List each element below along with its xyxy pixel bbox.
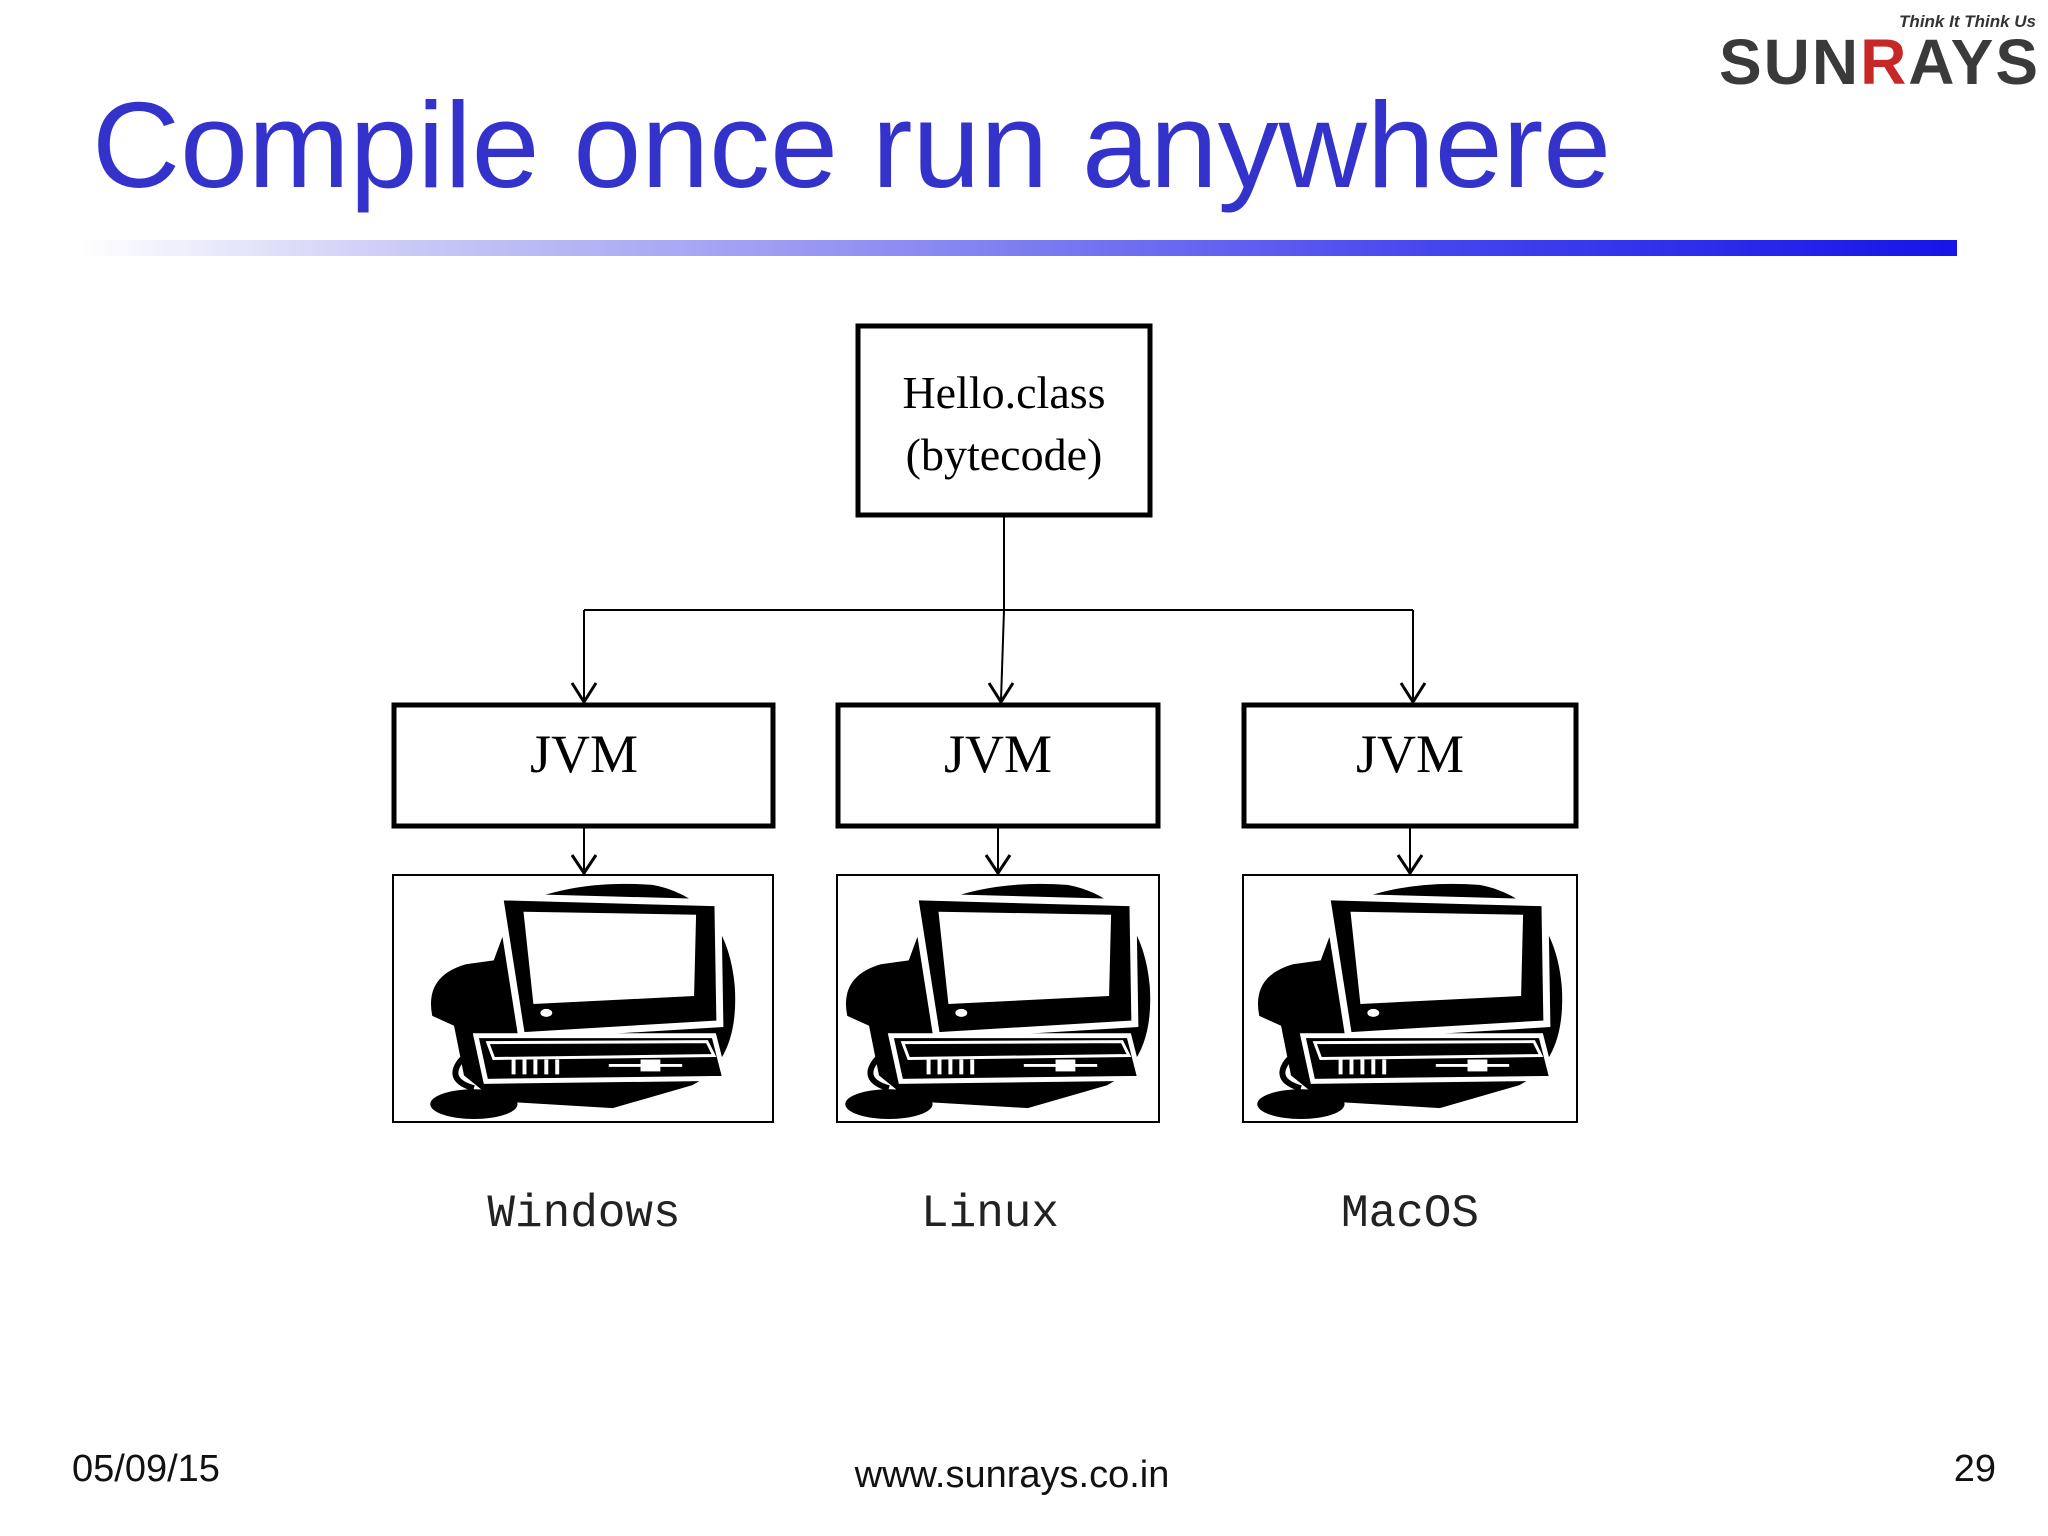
jvm-label: JVM (1356, 724, 1464, 784)
computer-macos (1243, 875, 1577, 1122)
page-number: 29 (1954, 1448, 1996, 1491)
computer-windows (393, 875, 773, 1122)
connector-lines (572, 515, 1425, 702)
footer-date: 05/09/15 (72, 1448, 220, 1491)
jvm-to-os-arrows (572, 826, 1422, 873)
arrow-line-2 (1001, 610, 1004, 700)
bytecode-box: Hello.class (bytecode) (858, 326, 1150, 515)
jvm-label: JVM (530, 724, 638, 784)
computer-linux (837, 875, 1159, 1122)
os-label-macos: MacOS (1341, 1188, 1479, 1240)
jvm-box-linux: JVM (838, 705, 1158, 826)
os-label-linux: Linux (921, 1188, 1059, 1240)
os-label-windows: Windows (487, 1188, 680, 1240)
jvm-box-windows: JVM (394, 705, 773, 826)
footer-url: www.sunrays.co.in (855, 1454, 1170, 1497)
jvm-box-macos: JVM (1244, 705, 1576, 826)
bytecode-filename: Hello.class (902, 367, 1105, 418)
bytecode-caption: (bytecode) (906, 429, 1103, 480)
jvm-label: JVM (944, 724, 1052, 784)
